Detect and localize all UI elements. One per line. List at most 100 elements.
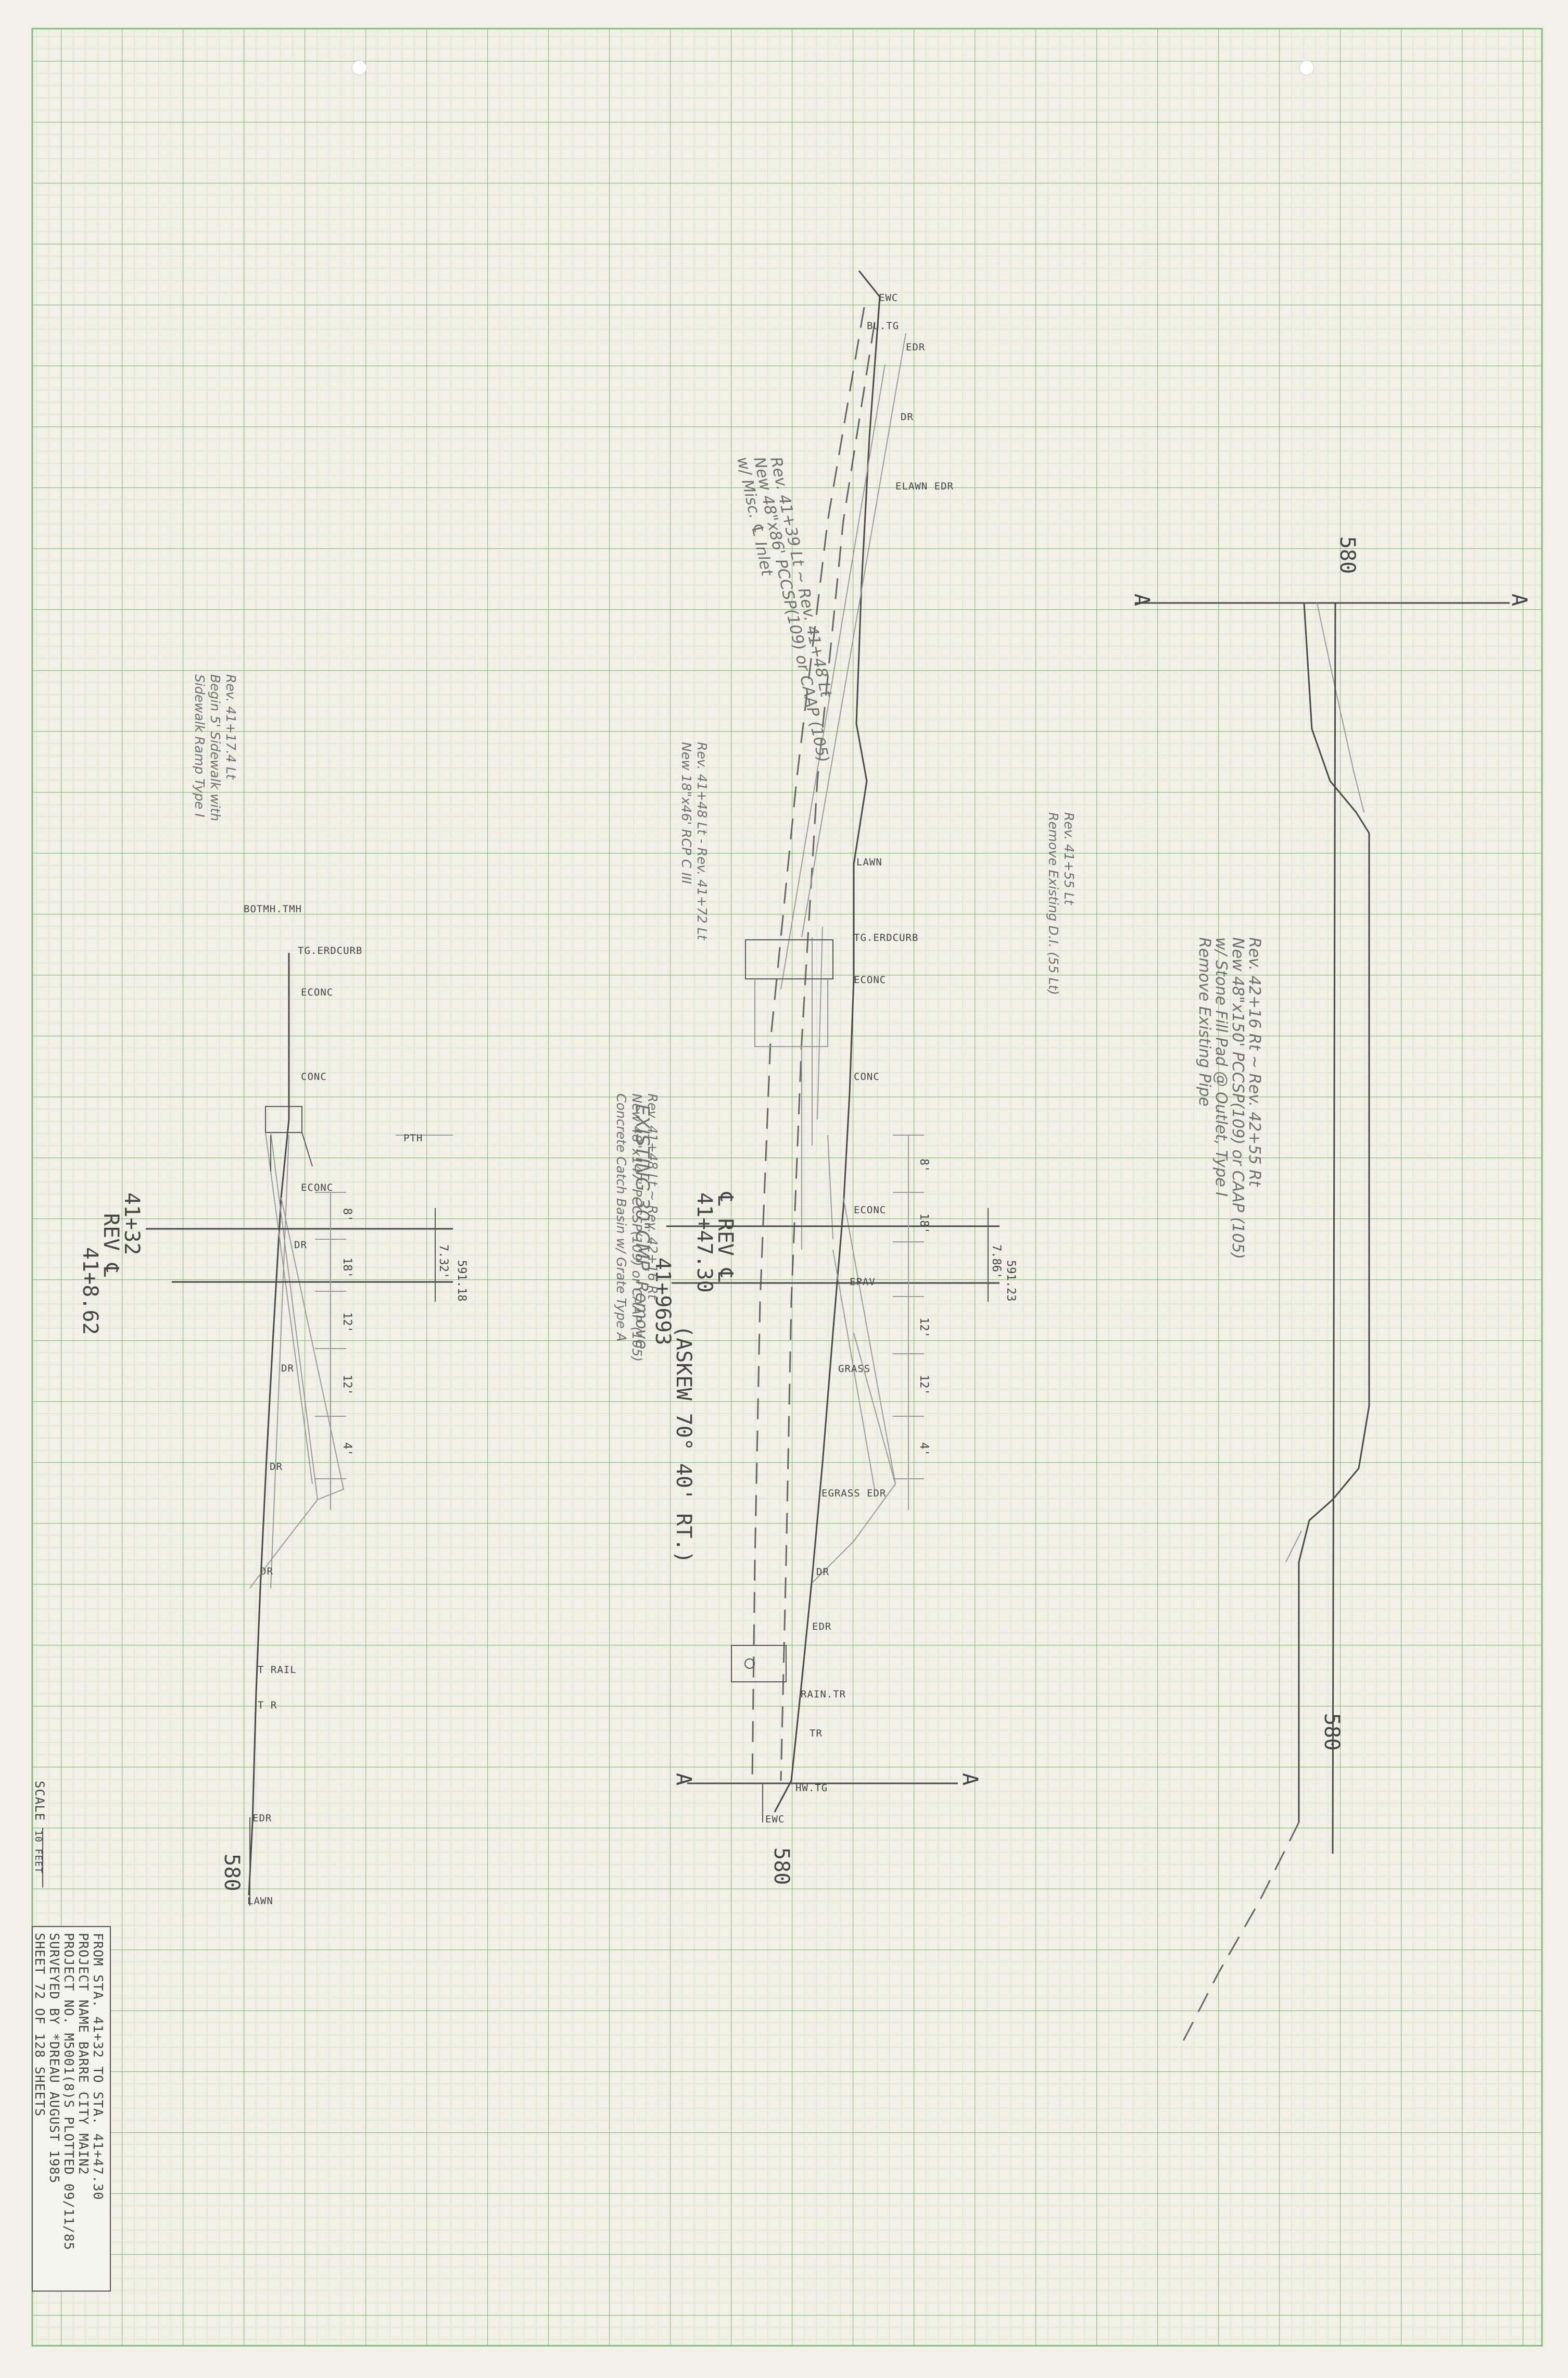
center-edr-top-label: EDR: [906, 342, 925, 353]
center-a-left-label: A: [672, 1773, 696, 1785]
center-pencil-lines: [780, 333, 906, 1146]
left-dim-18: 18': [340, 1257, 353, 1278]
left-rev-label: REV ℄: [99, 1213, 123, 1277]
left-botmh-label: BOTMH.TMH: [244, 903, 302, 915]
center-dim-12a: 12': [917, 1317, 930, 1338]
right-outlet-dash: [1178, 1822, 1300, 2049]
left-edr-label: EDR: [252, 1813, 272, 1824]
left-dr3-label: DR: [270, 1461, 283, 1473]
center-note-5: New 18"x46' RCP C III: [679, 742, 694, 884]
title-line-2: PROJECT NAME BARRE CITY MAIN2: [76, 1933, 91, 2175]
left-tr-label: T R: [258, 1700, 277, 1711]
left-tg-label: TG.ERDCURB: [298, 945, 362, 957]
left-elev-value: 591.18: [455, 1260, 468, 1301]
center-askew-label: (ASKEW 70° 40' RT.): [672, 1325, 696, 1564]
left-dr1-label: DR: [294, 1239, 307, 1251]
center-dim-ticks: [893, 1135, 924, 1479]
center-existing-culvert: EXISTING 30"CMP: [631, 1104, 653, 1270]
left-profile-line: [248, 953, 290, 1896]
center-dim-18: 18': [917, 1213, 930, 1234]
punch-hole-left: [351, 60, 367, 76]
right-note-2: Remove Existing D.I. (55 Lt): [1046, 812, 1061, 995]
center-note-4: Rev. 41+48 Lt - Rev. 41+72 Lt: [694, 742, 710, 940]
left-lawn-label: LAWN: [247, 1895, 273, 1907]
right-note-1: Rev. 41+55 Lt: [1061, 812, 1077, 905]
left-offset-dim: 7.32': [437, 1244, 450, 1279]
left-trail-label: T RAIL: [258, 1664, 297, 1676]
center-profile-line: [774, 270, 881, 1813]
center-lawn-label: LAWN: [856, 857, 882, 868]
right-profile-line: [1298, 602, 1370, 1822]
right-a-right-label: A: [1507, 594, 1531, 606]
center-econc2-label: ECONC: [854, 1204, 886, 1216]
right-section: 580 580 A A Rev. 41+55 Lt Remove Existin…: [1046, 536, 1531, 2049]
right-a-left-label: A: [1130, 594, 1154, 606]
center-pipe-dash-2: [780, 322, 876, 1781]
title-line-5: SHEET 72 OF 128 SHEETS: [32, 1933, 47, 2117]
center-dim-8: 8': [917, 1159, 930, 1173]
right-note-6: Remove Existing Pipe: [1195, 937, 1213, 1106]
left-station-label: 41+32: [120, 1192, 144, 1255]
center-offset-dim: 7.86': [990, 1244, 1003, 1279]
right-profile-pencil: [1285, 602, 1364, 1563]
left-dim-12a: 12': [340, 1312, 353, 1333]
center-tg-label: TG.ERDCURB: [854, 932, 918, 943]
right-note-5: w/ Stone Fill Pad @ Outlet, Type I: [1212, 937, 1230, 1197]
center-structure-inner: [754, 979, 833, 1250]
center-conc-label: CONC: [854, 1071, 880, 1083]
right-note-4: New 48"x150' PCCSP(109) or CAAP (105): [1229, 937, 1247, 1259]
center-egrass-edr-label: EGRASS EDR: [821, 1488, 886, 1499]
punch-hole-right: [1299, 60, 1314, 76]
title-line-4: SURVEYED BY *DREAU AUGUST 1985: [47, 1933, 62, 2184]
center-dim-4: 4': [917, 1442, 930, 1456]
center-remove-label: Remove: [632, 1281, 652, 1349]
left-slope-lines: [249, 1132, 345, 1589]
center-dr-top-label: DR: [901, 411, 914, 423]
center-edr-bot-label: EDR: [812, 1621, 831, 1632]
left-note-1: Rev. 41+17.4 Lt: [223, 674, 238, 780]
left-rev-station-label: 41+8.62: [78, 1247, 102, 1335]
right-note-3: Rev. 42+16 Rt ~ Rev. 42+55 Rt: [1245, 937, 1263, 1187]
left-pth-label: PTH: [403, 1133, 423, 1144]
right-vertical-main: [1332, 602, 1336, 1854]
left-dr4-label: DR: [260, 1566, 273, 1577]
center-section: EWC BU.TG EDR DR ELAWN EDR LAWN TG.ERDCU…: [614, 270, 1017, 1885]
center-structure-bottom: [731, 1645, 787, 1682]
center-pipe-dash-1: [751, 307, 865, 1781]
right-elev-top-label: 580: [1335, 536, 1359, 574]
left-conc-label: CONC: [301, 1071, 327, 1083]
left-section: BOTMH.TMH TG.ERDCURB ECONC CONC PTH ECON…: [78, 674, 468, 1907]
center-hw-tg-label: HW.TG: [795, 1782, 828, 1794]
center-grass-label: GRASS: [838, 1363, 870, 1375]
left-dim-ticks: [315, 1135, 453, 1479]
left-elev-label: 580: [220, 1854, 244, 1891]
left-dim-8: 8': [340, 1208, 353, 1222]
center-epav-label: EPAV: [850, 1276, 876, 1288]
center-rev-station-label: 41+9693: [651, 1257, 675, 1345]
right-elev-bot-label: 580: [1320, 1713, 1344, 1751]
grid-border: [31, 28, 1543, 2347]
left-pipe-outline: [270, 1132, 313, 1172]
center-a-right-label: A: [958, 1773, 982, 1785]
left-dim-12b: 12': [340, 1375, 353, 1395]
left-dim-4: 4': [340, 1442, 353, 1456]
left-econc1-label: ECONC: [301, 987, 333, 998]
title-block-frame: [32, 1926, 111, 2292]
left-note-3: Sidewalk Ramp Type I: [192, 674, 207, 817]
center-dr-label: DR: [816, 1566, 829, 1578]
title-block: FROM STA. 41+32 TO STA. 41+47.30 PROJECT…: [32, 1926, 111, 2292]
grid-area: [32, 29, 1542, 2346]
title-line-3: PROJECT NO. M5001(8)S PLOTTED 09/11/85: [61, 1933, 77, 2250]
center-note-6: Rev. 41+48 Lt ~ Rev. 42+16 Rt: [645, 1093, 660, 1300]
center-elawn-edr-label: ELAWN EDR: [895, 481, 954, 492]
center-elev-value: 591.23: [1004, 1260, 1017, 1301]
center-station-label: 41+47.30: [692, 1192, 716, 1293]
center-ewc-top-label: EWC: [879, 292, 898, 304]
center-structure-top: [745, 939, 833, 979]
scale-bar: SCALE 10 FEET: [32, 1781, 47, 1888]
center-elev-label: 580: [769, 1847, 793, 1885]
left-dr2-label: DR: [281, 1363, 294, 1374]
scale-value: 10 FEET: [33, 1830, 44, 1873]
center-bu-tg-label: BU.TG: [867, 320, 899, 332]
